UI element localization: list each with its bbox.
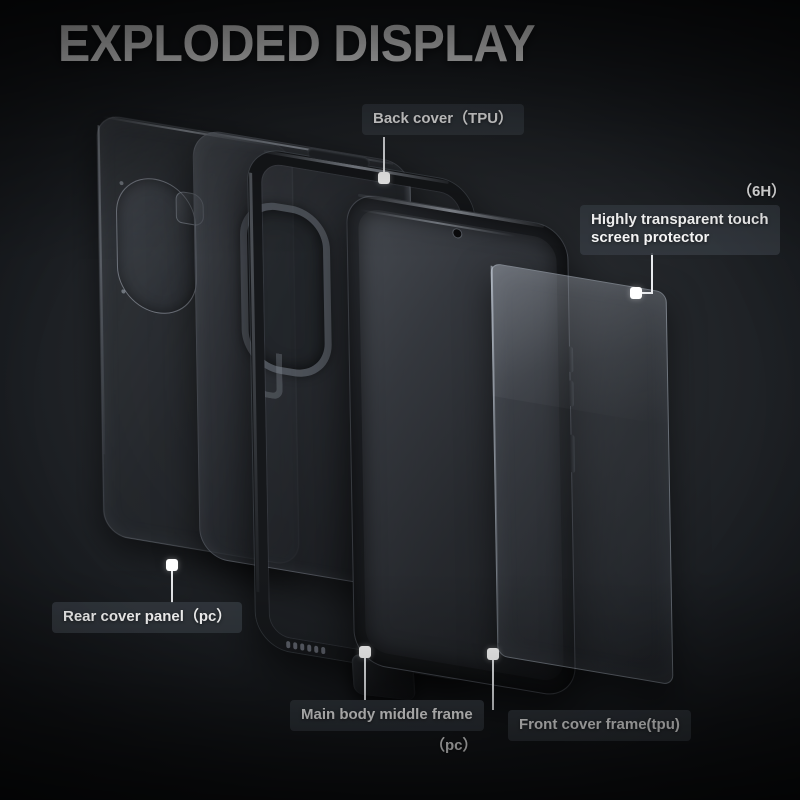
leader-line-screen-protector-vertical — [651, 253, 653, 294]
callout-label-front-cover-frame: Front cover frame(tpu) — [508, 710, 691, 742]
callout-hardness-screen-protector: （6H） — [737, 183, 787, 200]
leader-line-screen-protector-horizontal — [641, 292, 653, 294]
callout-marker-rear-cover-panel — [166, 559, 178, 571]
callout-label-screen-protector: Highly transparent touch screen protecto… — [580, 205, 780, 255]
callout-label-rear-cover-panel: Rear cover panel（pc） — [52, 602, 243, 634]
leader-line-back-cover — [383, 137, 385, 173]
page-title: EXPLODED DISPLAY — [58, 15, 536, 73]
callout-marker-screen-protector — [630, 287, 642, 299]
callout-marker-back-cover — [378, 172, 390, 184]
callout-marker-front-cover-frame — [487, 648, 499, 660]
callout-sublabel-main-body-middle-frame: （pc） — [430, 737, 478, 754]
callout-label-back-cover: Back cover（TPU） — [362, 104, 525, 136]
leader-line-main-body-middle-frame — [364, 658, 366, 700]
leader-line-rear-cover-panel — [171, 571, 173, 603]
callout-marker-main-body-middle-frame — [359, 646, 371, 658]
leader-line-front-cover-frame — [492, 660, 494, 710]
callout-label-main-body-middle-frame: Main body middle frame — [290, 700, 484, 732]
